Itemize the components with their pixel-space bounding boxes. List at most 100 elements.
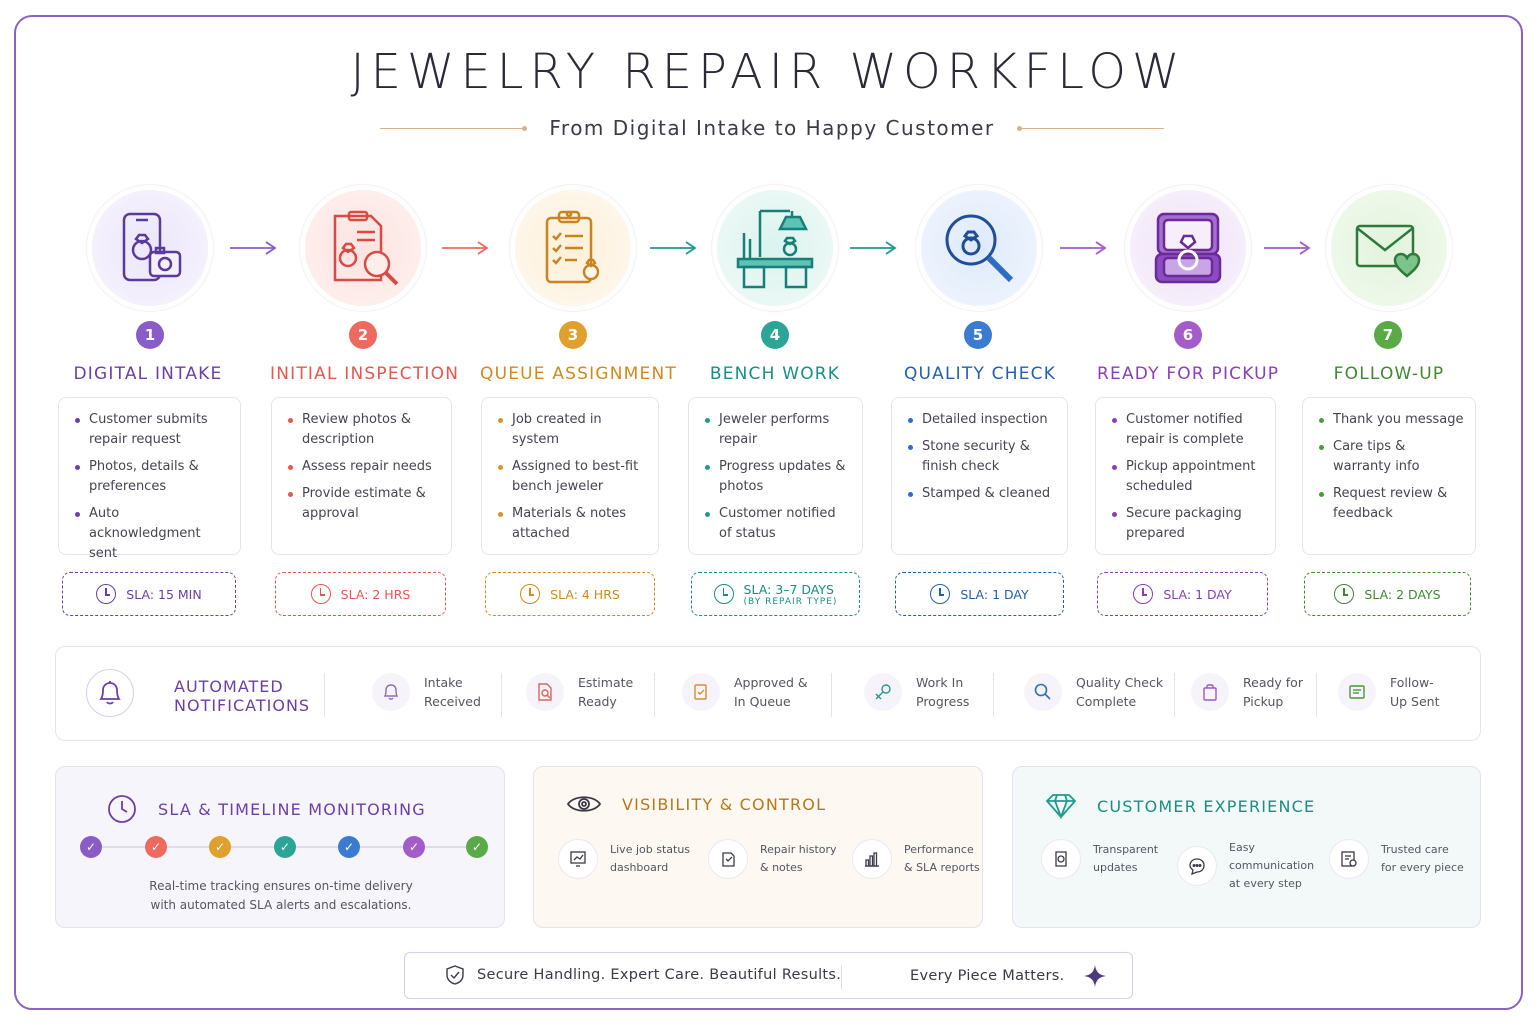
sla-panel-title: SLA & TIMELINE MONITORING: [158, 799, 426, 819]
visibility-item: Repair history & notes: [708, 839, 852, 879]
footer-left-text: Secure Handling. Expert Care. Beautiful …: [477, 967, 842, 983]
timeline-check-6: ✓: [403, 836, 425, 858]
step-7-number: 7: [1374, 321, 1402, 349]
step-4-sla: SLA: 3–7 DAYS (BY REPAIR TYPE): [691, 572, 860, 616]
step-2-card: Review photos & description Assess repai…: [271, 397, 452, 555]
visibility-item-line: Repair history: [760, 843, 837, 856]
step-1-bullet: Auto acknowledgment sent: [75, 504, 230, 564]
visibility-panel-title: VISIBILITY & CONTROL: [622, 794, 827, 814]
notification-label: Intake Received: [424, 675, 481, 709]
chat-icon: [1177, 846, 1217, 886]
estimate-icon: [526, 673, 564, 711]
customer-item-line: updates: [1093, 861, 1138, 874]
customer-item-line: at every step: [1229, 877, 1302, 890]
timeline-check-3: ✓: [209, 836, 231, 858]
step-7-card: Thank you message Care tips & warranty i…: [1302, 397, 1476, 555]
step-2-sla: SLA: 2 HRS: [275, 572, 446, 616]
step-6-sla: SLA: 1 DAY: [1097, 572, 1268, 616]
step-4-sla-block: SLA: 3–7 DAYS (BY REPAIR TYPE): [744, 582, 838, 607]
sla-description: Real-time tracking ensures on-time deliv…: [56, 877, 506, 915]
sla-description-line-2: with automated SLA alerts and escalation…: [150, 898, 412, 912]
notification-label: Work In Progress: [916, 675, 970, 709]
step-6-sla-text: SLA: 1 DAY: [1163, 586, 1232, 602]
outer-frame: [14, 15, 1523, 1010]
timeline-check-5: ✓: [338, 836, 360, 858]
step-1-sla: SLA: 15 MIN: [62, 572, 236, 616]
step-2-icon-circle: [305, 190, 421, 306]
clock-icon: [108, 795, 136, 823]
phone-ring-camera-icon: [122, 212, 182, 282]
step-7-sla-text: SLA: 2 DAYS: [1364, 586, 1441, 602]
step-2-bullet: Review photos & description: [288, 410, 441, 450]
divider: [993, 673, 994, 717]
bag-icon: [1191, 673, 1229, 711]
step-5-card: Detailed inspection Stone security & fin…: [891, 397, 1068, 555]
notification-intake-received: Intake Received: [372, 673, 484, 711]
bell-icon: [372, 673, 410, 711]
tools-icon: [864, 673, 902, 711]
search-icon: [1024, 673, 1062, 711]
step-3-title: QUEUE ASSIGNMENT: [480, 364, 677, 384]
step-4-title: BENCH WORK: [709, 364, 841, 384]
refresh-icon: [1041, 839, 1081, 879]
divider: [831, 673, 832, 717]
page-subtitle: From Digital Intake to Happy Customer: [549, 116, 995, 140]
step-4-icon-circle: [717, 190, 833, 306]
bell-icon: [86, 669, 134, 717]
notification-follow-up-sent: Follow-Up Sent: [1338, 673, 1450, 711]
subtitle-rule-left: [380, 125, 528, 131]
step-3-icon-circle: [515, 190, 631, 306]
jeweler-bench-icon: [736, 209, 814, 289]
step-4-card: Jeweler performs repair Progress updates…: [688, 397, 863, 555]
page-title: JEWELRY REPAIR WORKFLOW: [350, 44, 1186, 100]
visibility-item-line: & notes: [760, 861, 803, 874]
clock-icon: [520, 584, 541, 604]
step-7-icon-circle: [1331, 190, 1447, 306]
visibility-item-line: dashboard: [610, 861, 669, 874]
customer-item-line: Trusted care: [1381, 843, 1449, 856]
step-5-icon-circle: [921, 190, 1037, 306]
step-1-sla-text: SLA: 15 MIN: [126, 586, 202, 602]
footer-right-text: Every Piece Matters.: [910, 968, 1065, 984]
step-5-bullet: Detailed inspection: [908, 410, 1057, 430]
step-7-bullet: Request review & feedback: [1319, 484, 1465, 524]
step-4-number: 4: [761, 321, 789, 349]
visibility-item: Performance& SLA reports: [852, 839, 996, 879]
step-6-number: 6: [1174, 321, 1202, 349]
divider: [1174, 673, 1175, 717]
notification-ready-for-pickup: Ready for Pickup: [1191, 673, 1303, 711]
flow-arrow: [442, 241, 489, 255]
step-1-bullet: Customer submits repair request: [75, 410, 230, 450]
footer-left: Secure Handling. Expert Care. Beautiful …: [445, 964, 841, 986]
subtitle-rule-right: [1016, 125, 1165, 131]
step-7-bullet: Care tips & warranty info: [1319, 437, 1465, 477]
step-4-bullet: Progress updates & photos: [705, 457, 852, 497]
step-5-bullet: Stamped & cleaned: [908, 484, 1057, 504]
notification-quality-check-complete: Quality Check Complete: [1024, 673, 1166, 711]
timeline-check-1: ✓: [80, 836, 102, 858]
clock-icon: [713, 584, 734, 604]
step-5-sla-text: SLA: 1 DAY: [960, 586, 1029, 602]
step-4-bullet: Customer notified of status: [705, 504, 852, 544]
step-1-number: 1: [136, 321, 164, 349]
clock-icon: [1133, 584, 1154, 604]
visibility-item-line: & SLA reports: [904, 861, 980, 874]
step-6-card: Customer notified repair is complete Pic…: [1095, 397, 1276, 555]
flow-arrow: [1264, 241, 1311, 255]
sla-timeline: ✓ ✓ ✓ ✓ ✓ ✓ ✓: [80, 835, 490, 859]
step-5-bullet: Stone security & finish check: [908, 437, 1057, 477]
step-1-title: DIGITAL INTAKE: [73, 364, 223, 384]
clock-icon: [930, 584, 951, 604]
divider: [1316, 673, 1317, 717]
divider: [654, 673, 655, 717]
step-3-bullet: Job created in system: [498, 410, 648, 450]
step-3-sla-text: SLA: 4 HRS: [550, 586, 620, 602]
diamond-icon: [1045, 794, 1077, 819]
divider: [324, 673, 325, 717]
clock-icon: [96, 584, 117, 604]
